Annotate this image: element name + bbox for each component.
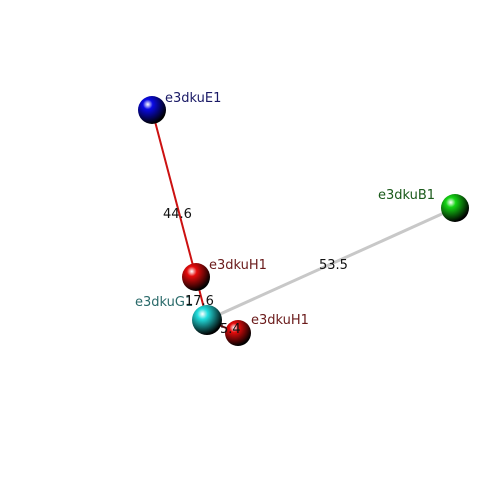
atom-E1[interactable] bbox=[138, 96, 166, 124]
distance-label-G1-B1: 53.5 bbox=[319, 258, 348, 273]
distance-label-H1a-G1: 17.6 bbox=[185, 294, 214, 309]
atom-label-G1: e3dkuG1 bbox=[135, 295, 193, 310]
atom-H1a[interactable] bbox=[182, 263, 210, 291]
distance-label-E1-H1a: 44.6 bbox=[163, 207, 192, 222]
atom-label-H1a: e3dkuH1 bbox=[209, 258, 267, 273]
labels-layer: e3dkuE1 e3dkuH1 e3dkuB1 e3dkuG1 e3dkuH1 44.6 1… bbox=[135, 91, 435, 337]
atom-label-E1: e3dkuE1 bbox=[165, 91, 221, 106]
atom-label-B1: e3dkuB1 bbox=[378, 188, 435, 203]
bond-E1-H1a[interactable] bbox=[151, 109, 197, 278]
bond-G1-B1[interactable] bbox=[206, 206, 456, 322]
atoms-layer bbox=[138, 96, 469, 346]
atom-label-H1b: e3dkuH1 bbox=[251, 313, 309, 328]
atom-B1[interactable] bbox=[441, 194, 469, 222]
atom-H1b[interactable] bbox=[225, 320, 251, 346]
distance-label-G1-H1b: 5.4 bbox=[220, 322, 241, 337]
atom-G1[interactable] bbox=[192, 305, 222, 335]
